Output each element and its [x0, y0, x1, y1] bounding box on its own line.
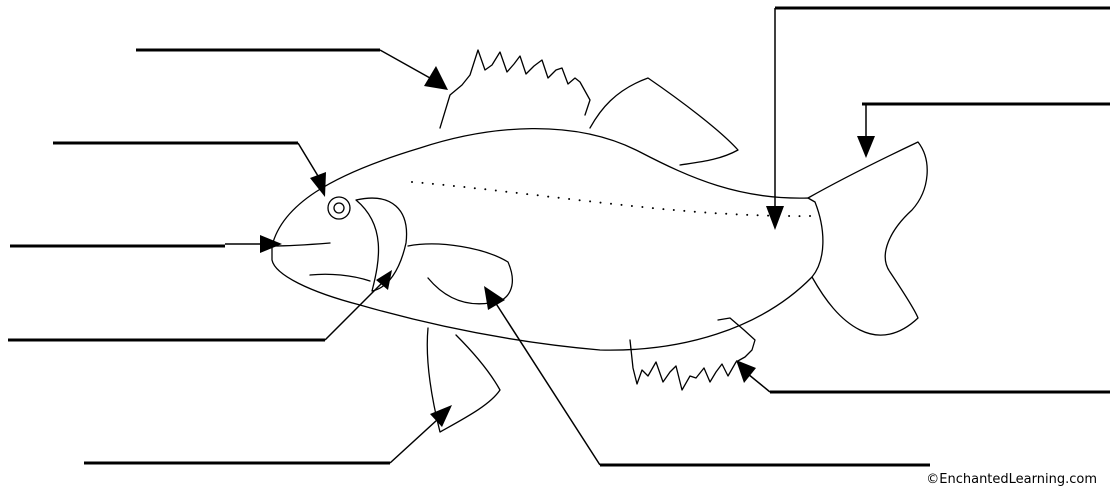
pointer-gill-cover: [324, 282, 383, 341]
lateral-line-dot: [442, 183, 445, 186]
label-lines: [8, 6, 1110, 467]
spiny-dorsal-fin-outline: [439, 49, 591, 129]
pointer-lines: [225, 8, 867, 466]
pelvic-fin-outline: [426, 327, 501, 433]
lateral-line-dot: [536, 194, 539, 197]
arrowheads: [260, 66, 875, 427]
lateral-line-dot: [473, 187, 476, 190]
lateral-line-dot: [798, 215, 801, 218]
eye-outer: [327, 196, 351, 220]
anal-fin-outline: [629, 317, 756, 391]
fish-body-outline: [271, 127, 824, 351]
fish-drawing: [271, 49, 928, 433]
lateral-line-dot: [610, 202, 612, 205]
copyright-text: ©EnchantedLearning.com: [926, 472, 1097, 487]
pectoral-fin-outline: [407, 243, 513, 305]
soft-dorsal-fin-outline: [589, 77, 739, 166]
arrowhead-anal-fin: [736, 360, 756, 383]
lateral-line-dot: [662, 208, 665, 211]
lateral-line-dot: [505, 190, 508, 193]
arrowhead-lateral-line: [766, 206, 784, 230]
lateral-line-dot: [599, 201, 602, 204]
lateral-line-dot: [725, 212, 728, 215]
gill-cover-outline: [355, 197, 408, 292]
pointer-spiny-dorsal-fin: [379, 49, 431, 79]
lateral-line-dot: [463, 186, 466, 188]
lateral-line-dot: [515, 191, 518, 194]
arrowhead-caudal-fin: [857, 136, 875, 158]
lateral-line-dot: [557, 196, 560, 199]
lateral-line-dot: [693, 210, 696, 213]
pointer-eye: [297, 142, 319, 177]
lateral-line-dot: [756, 214, 759, 217]
lower-jaw-outline: [309, 273, 371, 282]
lateral-line-dot: [494, 189, 497, 192]
lateral-line-dot: [651, 207, 654, 210]
arrowhead-gill-cover: [376, 270, 392, 290]
lateral-line-dot: [421, 181, 424, 184]
lateral-line-dot: [568, 198, 571, 200]
lateral-line-dot: [620, 203, 623, 206]
lateral-line-dot: [431, 182, 434, 185]
lateral-line-dot: [788, 215, 791, 217]
lateral-line-dot: [630, 205, 633, 207]
eye-inner: [333, 202, 345, 214]
arrowhead-spiny-dorsal-fin: [424, 66, 448, 90]
lateral-line-dot: [452, 185, 455, 187]
lateral-line-dot: [411, 181, 413, 183]
lateral-line-dot: [735, 213, 738, 216]
lateral-line: [411, 181, 811, 218]
arrowhead-mouth: [260, 235, 282, 253]
lateral-line-dot: [526, 193, 529, 196]
lateral-line-dot: [641, 206, 644, 208]
lateral-line-dot: [589, 200, 592, 203]
lateral-line-dot: [704, 211, 707, 214]
lateral-line-dot: [767, 214, 770, 217]
lateral-line-dot: [578, 199, 581, 202]
arrowhead-pectoral-fin: [484, 286, 505, 310]
arrowhead-eye: [310, 172, 326, 197]
lateral-line-dot: [672, 209, 675, 211]
lateral-line-dot: [484, 188, 487, 191]
lateral-line-dot: [746, 213, 749, 216]
pointer-anal-fin: [747, 373, 771, 393]
lateral-line-dot: [809, 215, 811, 217]
caudal-fin-outline: [807, 141, 928, 336]
lateral-line-dot: [714, 212, 717, 215]
arrowhead-pelvic-fin: [430, 405, 452, 427]
lateral-line-dot: [683, 209, 686, 212]
pointer-pectoral-fin: [494, 301, 601, 466]
lateral-line-dot: [547, 195, 550, 198]
pointer-pelvic-fin: [389, 419, 438, 464]
